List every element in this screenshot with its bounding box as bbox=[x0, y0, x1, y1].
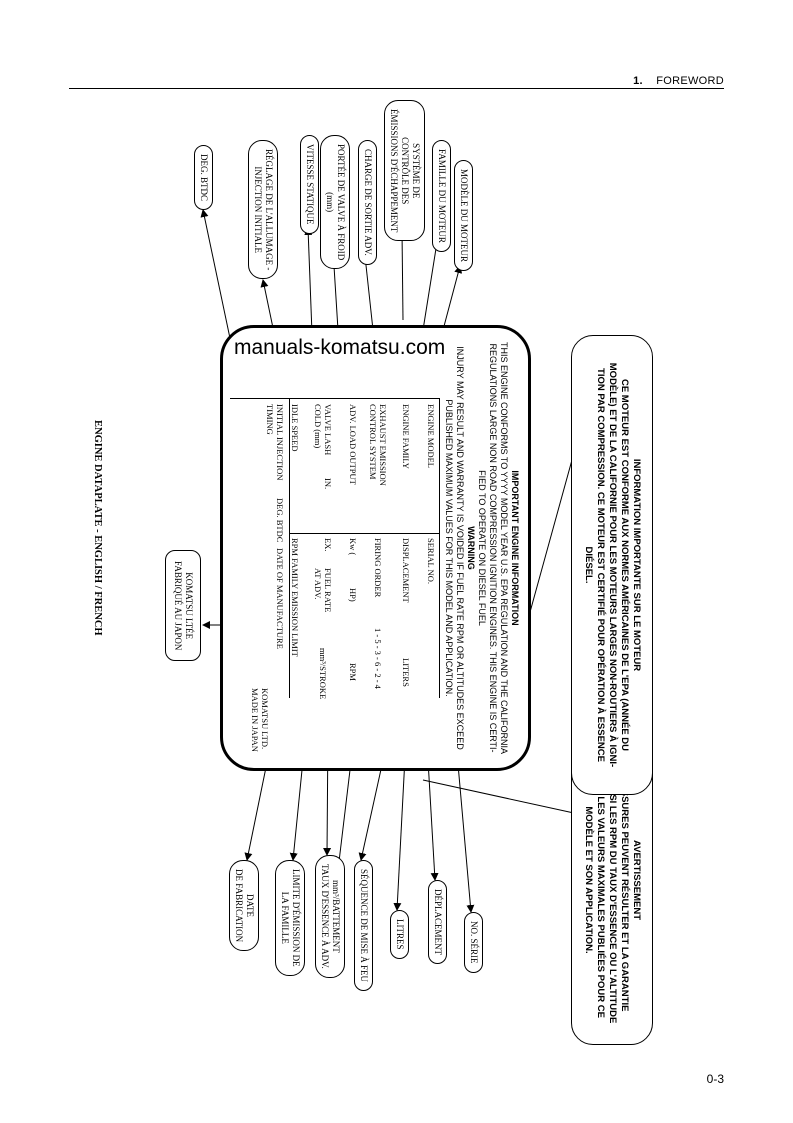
rpm-label: RPM bbox=[348, 663, 358, 681]
plate-line: FIED TO OPERATE ON DIESEL FUEL bbox=[477, 470, 487, 626]
callout-text: DEG. BTDC bbox=[199, 154, 209, 201]
information-line: MODÈLE) ET DE LA CALIFORNIE POUR LES MOT… bbox=[607, 362, 618, 768]
idle-speed-label: IDLE SPEED bbox=[290, 404, 300, 452]
rpm-family-label: RPM FAMILY EMISSION LIMIT bbox=[290, 538, 300, 657]
deg-btdc-label: DEG. BTDC bbox=[275, 498, 285, 543]
dataplate: IMPORTANT ENGINE INFORMATION THIS ENGINE… bbox=[220, 325, 531, 771]
maker-label: KOMATSU LTD. bbox=[260, 688, 270, 750]
engine-family-label: ENGINE FAMILY bbox=[401, 404, 411, 469]
callout-text: TAUX D'ESSENCE À ADV. bbox=[320, 864, 330, 969]
plate-line: REGULATIONS LARGE NON ROAD COMPRESSION I… bbox=[488, 343, 498, 753]
liters-label: LITERS bbox=[401, 658, 411, 687]
exhaust-label: CONTROL SYSTEM bbox=[368, 404, 378, 480]
warning-line: PUBLISHED MAXIMUM VALUES FOR THIS MODEL … bbox=[444, 399, 454, 697]
callout-vitesse: VITESSE STATIQUE bbox=[300, 135, 319, 234]
callout-text: ÉMISSIONS D'ÉCHAPPEMENT bbox=[389, 109, 399, 233]
callout-text: DE FABRICATION bbox=[234, 869, 244, 943]
callout-text: LITRES bbox=[395, 919, 405, 950]
callout-famille: FAMILLE DU MOTEUR bbox=[432, 140, 451, 252]
firing-order-value: 1 - 5 - 3 - 6 - 2 - 4 bbox=[373, 628, 383, 689]
displacement-label: DISPLACEMENT bbox=[401, 538, 411, 603]
fuel-rate-label: AT ADV. bbox=[313, 568, 323, 600]
callout-text: NO. SÉRIE bbox=[469, 921, 479, 964]
callout-text: SÉQUENCE DE MISE À FEU bbox=[359, 869, 369, 983]
information-line: TION PAR COMPRESSION. CE MOTEUR EST CERT… bbox=[595, 368, 606, 762]
section-number: 1. bbox=[633, 75, 643, 87]
page-header: 1. FOREWORD bbox=[633, 75, 724, 87]
callout-text: (mm) bbox=[325, 192, 335, 213]
callout-reglage: RÉGLAGE DE L'ALLUMAGE -INJECTION INITIAL… bbox=[248, 140, 278, 280]
callout-text: CHARGE DE SORTIE ADV. bbox=[363, 149, 373, 256]
plate-title: IMPORTANT ENGINE INFORMATION bbox=[510, 470, 520, 626]
valve-lash-label: VALVE LASH bbox=[323, 404, 333, 456]
information-line: CE MOTEUR EST CONFORME AUX NORMES AMÉRIC… bbox=[619, 378, 630, 752]
callout-sequence: SÉQUENCE DE MISE À FEU bbox=[354, 860, 373, 992]
callout-komatsu: KOMATSU LTÉE FABRIQUÉ AU JAPON bbox=[165, 550, 201, 662]
callout-text: LA FAMILLE bbox=[280, 891, 290, 944]
callout-portee: PORTÉE DE VALVE À FROID(mm) bbox=[320, 135, 350, 270]
plate-rule bbox=[290, 533, 440, 534]
hp-label: HP) bbox=[348, 588, 358, 602]
injection-label: TIMING bbox=[265, 404, 275, 435]
callout-deplacement: DÉPLACEMENT bbox=[428, 880, 447, 964]
callout-text: FAMILLE DU MOTEUR bbox=[437, 149, 447, 243]
engine-model-label: ENGINE MODEL bbox=[426, 404, 436, 468]
in-label: IN. bbox=[323, 478, 333, 490]
header-rule bbox=[69, 88, 724, 89]
callout-text: CONTRÔLE DES bbox=[400, 137, 410, 205]
callout-text: PORTÉE DE VALVE À FROID bbox=[336, 144, 346, 261]
page-number: 0-3 bbox=[706, 1072, 724, 1086]
information-title: INFORMATION IMPORTANTE SUR LE MOTEUR bbox=[631, 458, 642, 672]
stroke-label: mm³/STROKE bbox=[318, 648, 328, 700]
watermark: manuals-komatsu.com bbox=[234, 336, 446, 359]
maker-label: MADE IN JAPAN bbox=[250, 688, 260, 752]
serial-no-label: SERIAL NO. bbox=[426, 538, 436, 584]
figure-caption: ENGINE DATAPLATE - ENGLISH / FRENCH bbox=[92, 420, 103, 636]
injection-label: INITIAL INJECTION bbox=[275, 404, 285, 481]
section-title: FOREWORD bbox=[656, 75, 724, 87]
ex-label: EX. bbox=[323, 538, 333, 552]
kw-label: Kw ( bbox=[348, 538, 358, 556]
warning-line: INJURY MAY RESULT AND WARRANTY IS VOIDED… bbox=[455, 346, 465, 750]
warning-title: WARNING bbox=[466, 526, 476, 570]
information-line: DIÉSEL. bbox=[583, 546, 594, 584]
callout-text: VITESSE STATIQUE bbox=[305, 144, 315, 225]
callout-text: mm³/BATTEMENT bbox=[331, 880, 341, 953]
callout-text: DÉPLACEMENT bbox=[433, 889, 443, 955]
callout-text: KOMATSU LTÉE bbox=[184, 572, 194, 640]
callout-text: MODÈLE DU MOTEUR bbox=[459, 169, 469, 262]
plate-line: THIS ENGINE CONFORMS TO YYYY MODEL YEAR … bbox=[499, 342, 509, 754]
exhaust-label: EXHAUST EMISSION bbox=[378, 404, 388, 486]
adv-load-label: ADV. LOAD OUTPUT bbox=[348, 404, 358, 485]
callout-text: RÉGLAGE DE L'ALLUMAGE - bbox=[264, 149, 274, 271]
callout-text: FABRIQUÉ AU JAPON bbox=[173, 561, 183, 651]
callout-litres: LITRES bbox=[390, 910, 409, 959]
callout-text: LIMITE D'ÉMISSION DE bbox=[291, 869, 301, 967]
callout-deg-btdc: DEG. BTDC bbox=[194, 145, 213, 210]
information-note: INFORMATION IMPORTANTE SUR LE MOTEUR CE … bbox=[571, 335, 653, 795]
callout-text: SYSTÈME DE bbox=[411, 143, 421, 199]
plate-rule bbox=[230, 398, 440, 399]
fuel-rate-label: FUEL RATE bbox=[323, 568, 333, 613]
callout-text: DATE bbox=[245, 894, 255, 918]
valve-lash-label: COLD (mm) bbox=[313, 404, 323, 449]
callout-no-serie: NO. SÉRIE bbox=[464, 912, 483, 973]
plate-rule bbox=[439, 398, 440, 698]
callout-charge: CHARGE DE SORTIE ADV. bbox=[358, 140, 377, 265]
callout-text: INJECTION INITIALE bbox=[253, 166, 263, 254]
firing-order-label: FIRING ORDER bbox=[373, 538, 383, 598]
callout-modele: MODÈLE DU MOTEUR bbox=[454, 160, 473, 271]
date-label: DATE OF MANUFACTURE bbox=[275, 548, 285, 649]
